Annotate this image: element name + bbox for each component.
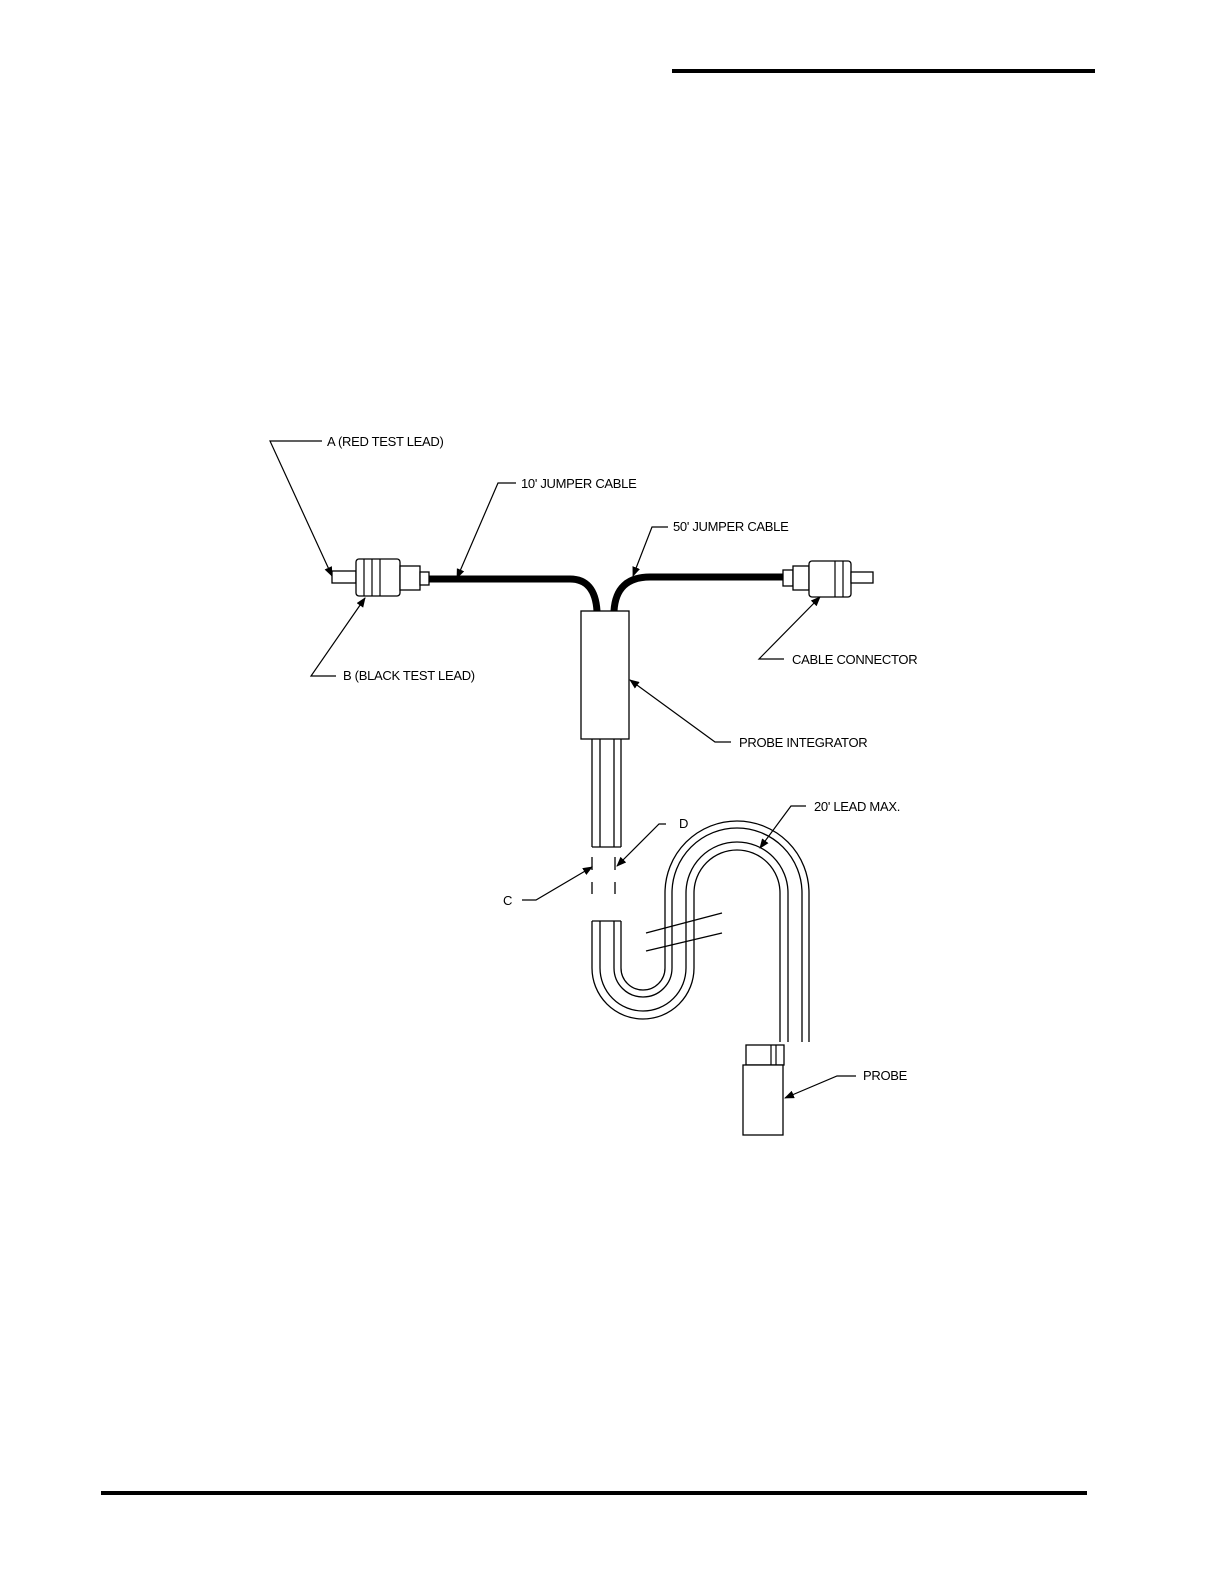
label-50ft-jumper-cable: 50' JUMPER CABLE — [673, 519, 789, 534]
leader-lines — [270, 441, 856, 1098]
label-a-red-test-lead: A (RED TEST LEAD) — [327, 434, 444, 449]
label-c: C — [503, 893, 512, 908]
label-10ft-jumper-cable: 10' JUMPER CABLE — [521, 476, 637, 491]
cable-connector — [783, 561, 873, 597]
probe — [743, 1045, 784, 1135]
label-d: D — [679, 816, 688, 831]
jumper-cable-50ft — [614, 577, 783, 611]
label-probe: PROBE — [863, 1068, 908, 1083]
test-lead-connector — [332, 559, 429, 596]
probe-integrator — [581, 611, 629, 739]
label-20ft-lead-max: 20' LEAD MAX. — [814, 799, 900, 814]
label-b-black-test-lead: B (BLACK TEST LEAD) — [343, 668, 475, 683]
lead-20ft — [592, 821, 809, 1042]
integrator-leads — [592, 739, 621, 894]
label-probe-integrator: PROBE INTEGRATOR — [739, 735, 867, 750]
jumper-cable-10ft — [428, 579, 597, 611]
label-cable-connector: CABLE CONNECTOR — [792, 652, 917, 667]
